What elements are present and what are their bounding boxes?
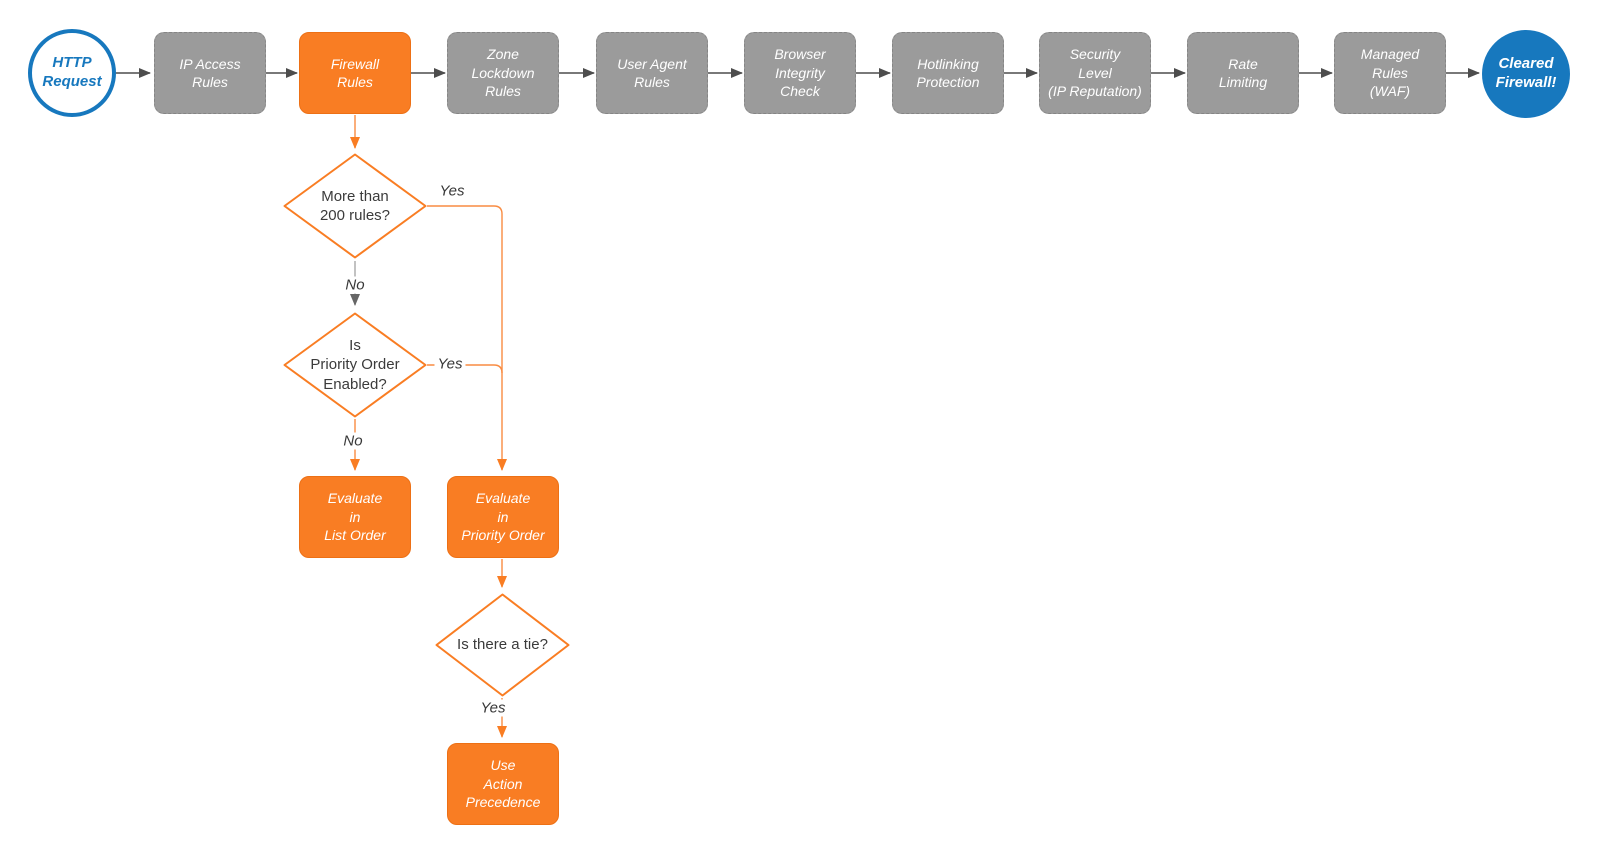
step-label: Security Level (IP Reputation) [1048,46,1142,100]
decision-label: More than 200 rules? [319,187,391,224]
edge-label-decision1-yes: Yes [436,182,468,200]
edge-label-decision3-yes: Yes [477,699,509,717]
end-node-cleared-firewall: Cleared Firewall! [1482,30,1570,118]
edge-label-decision2-yes: Yes [434,355,466,373]
step-zone-lockdown-rules: Zone Lockdown Rules [447,32,559,114]
edge-decision2-yes-merge [427,364,503,374]
decision-label: Is there a tie? [457,636,548,654]
decision-label: Is Priority Order Enabled? [310,337,400,393]
step-label: User Agent Rules [617,55,687,90]
decision-is-there-a-tie: Is there a tie? [435,593,570,697]
process-evaluate-in-list-order: Evaluate in List Order [299,476,411,558]
process-use-action-precedence: Use Action Precedence [447,743,559,825]
step-user-agent-rules: User Agent Rules [596,32,708,114]
diamond-shape [283,312,427,418]
edge-label-decision1-no: No [342,276,368,294]
diamond-shape [283,153,427,259]
step-label: Rate Limiting [1218,55,1268,90]
decision-priority-order-enabled: Is Priority Order Enabled? [283,312,427,418]
step-firewall-rules: Firewall Rules [299,32,411,114]
process-evaluate-in-priority-order: Evaluate in Priority Order [447,476,559,558]
step-browser-integrity-check: Browser Integrity Check [744,32,856,114]
step-label: Hotlinking Protection [916,55,980,90]
end-node-label: Cleared Firewall! [1495,55,1557,91]
step-rate-limiting: Rate Limiting [1187,32,1299,114]
step-hotlinking-protection: Hotlinking Protection [892,32,1004,114]
start-node-http-request: HTTP Request [28,29,116,117]
step-label: IP Access Rules [179,55,241,90]
process-label: Evaluate in Priority Order [461,490,545,544]
step-security-level-ip-reputation: Security Level (IP Reputation) [1039,32,1151,114]
step-label: Firewall Rules [330,55,380,90]
process-label: Evaluate in List Order [324,490,386,544]
step-label: Zone Lockdown Rules [471,46,535,100]
step-label: Managed Rules (WAF) [1360,46,1420,100]
process-label: Use Action Precedence [465,757,541,811]
step-ip-access-rules: IP Access Rules [154,32,266,114]
diamond-shape [435,593,570,697]
edge-label-decision2-no: No [340,432,366,450]
start-node-label: HTTP Request [42,54,102,90]
step-label: Browser Integrity Check [774,46,826,100]
decision-more-than-200-rules: More than 200 rules? [283,153,427,259]
edge-decision1-yes-to-priority-order [427,205,507,471]
step-managed-rules-waf: Managed Rules (WAF) [1334,32,1446,114]
